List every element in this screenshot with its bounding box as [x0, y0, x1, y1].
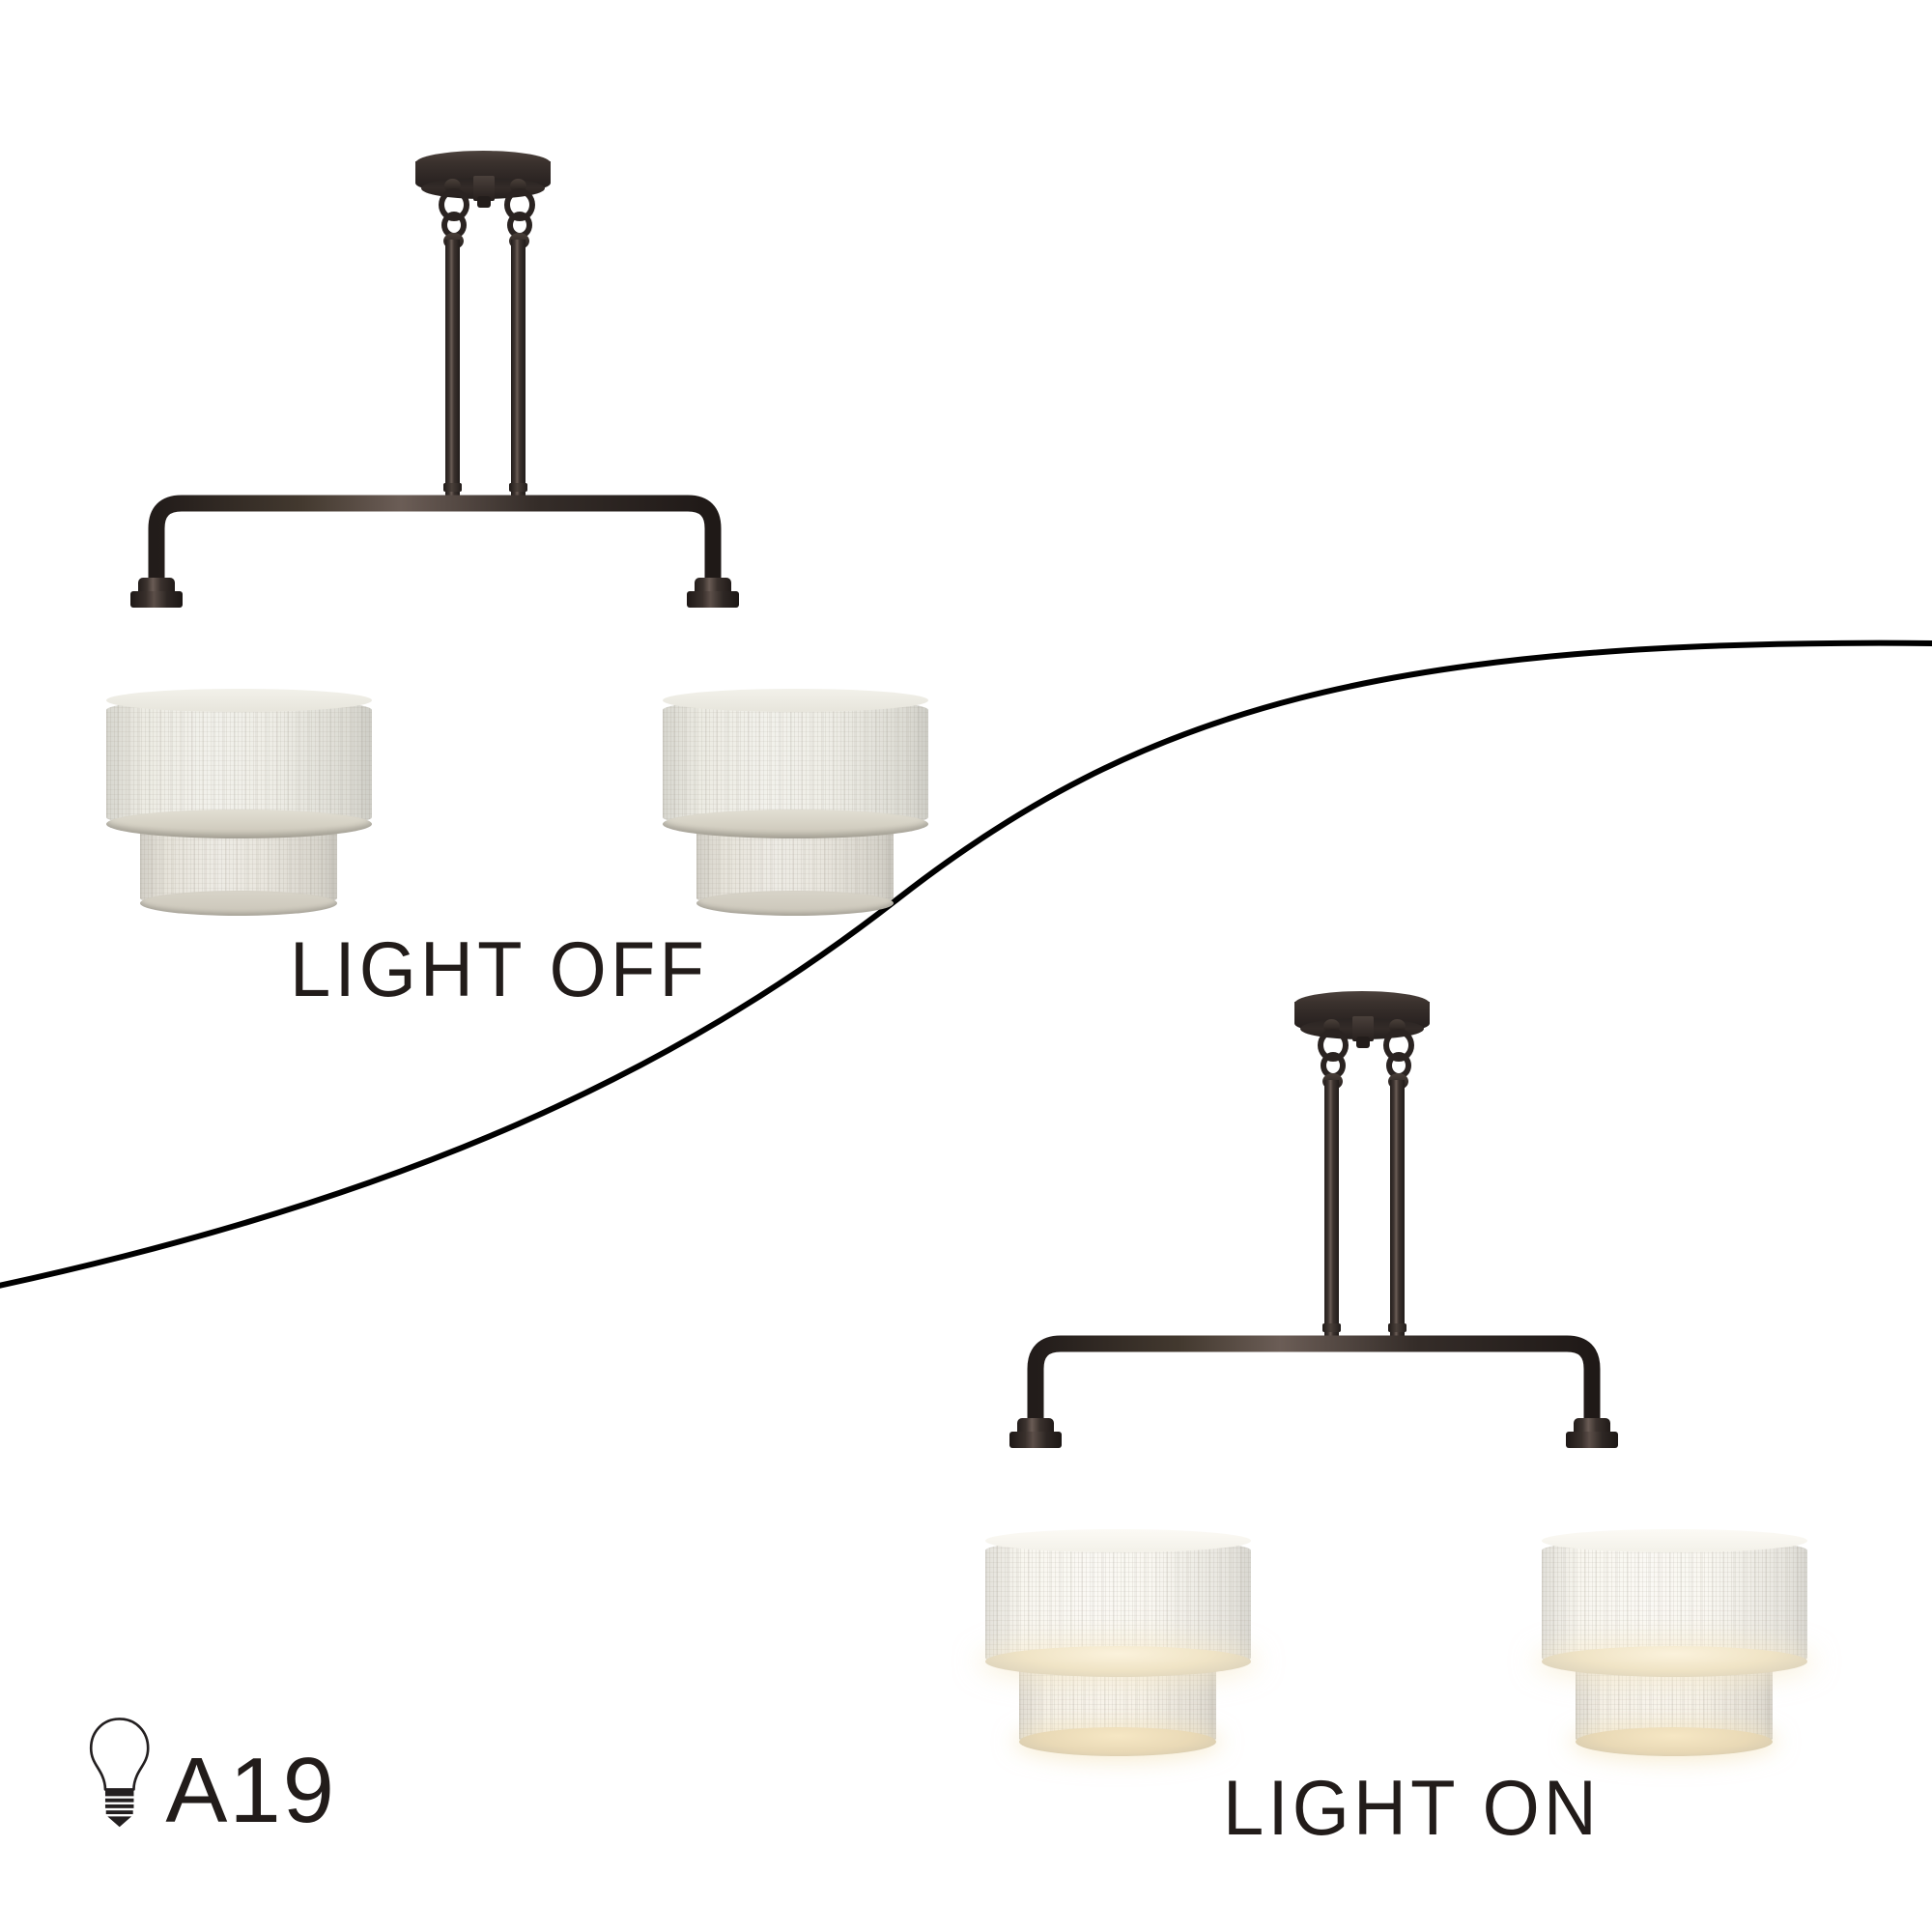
stem-joint-left — [443, 483, 462, 492]
shade-lower-glow — [1019, 1727, 1216, 1756]
stem-rod-left — [445, 240, 460, 505]
stem-joint-right — [509, 483, 527, 492]
shade-upper-glow — [1542, 1646, 1807, 1677]
canopy-center-cap — [477, 196, 491, 208]
caption-light-on: LIGHT ON — [1223, 1765, 1601, 1853]
stem-rod-right — [1390, 1080, 1405, 1346]
socket-lip-right-light-off — [687, 591, 739, 608]
shade-upper-rim — [663, 810, 928, 838]
shade-lower-rim — [696, 891, 894, 916]
stem-joint-left — [1322, 1323, 1341, 1332]
socket-lip-left-light-off — [130, 591, 183, 608]
light-bulb-icon — [89, 1718, 150, 1828]
socket-lip-right-light-on — [1566, 1432, 1618, 1448]
shade-left-light-on — [879, 840, 1265, 1806]
canopy-center-fitting — [473, 176, 495, 201]
shade-left-light-off — [0, 0, 386, 966]
cross-bar-light-off — [148, 495, 722, 584]
cross-bar-light-on — [1027, 1335, 1601, 1425]
a19-bulb-badge: A19 — [85, 1689, 336, 1843]
shade-upper-tier — [663, 698, 928, 829]
shade-upper-glow — [985, 1646, 1251, 1677]
fixture-light-off — [0, 0, 928, 966]
shade-upper-rim — [106, 810, 372, 838]
shade-upper-fabric — [106, 698, 372, 829]
stem-rod-right — [511, 240, 526, 505]
canopy-center-fitting — [1352, 1016, 1374, 1041]
canopy-center-cap — [1356, 1037, 1370, 1048]
shade-right-light-on — [1435, 840, 1822, 1806]
shade-right-light-off — [556, 0, 943, 966]
socket-lip-left-light-on — [1009, 1432, 1062, 1448]
fixture-light-on — [889, 840, 1816, 1806]
stem-rod-left — [1324, 1080, 1339, 1346]
shade-upper-tier — [106, 698, 372, 829]
caption-light-off: LIGHT OFF — [290, 926, 709, 1014]
shade-lower-glow — [1576, 1727, 1773, 1756]
a19-label: A19 — [165, 1739, 336, 1842]
shade-lower-rim — [140, 891, 337, 916]
stem-joint-right — [1388, 1323, 1406, 1332]
shade-upper-fabric — [663, 698, 928, 829]
